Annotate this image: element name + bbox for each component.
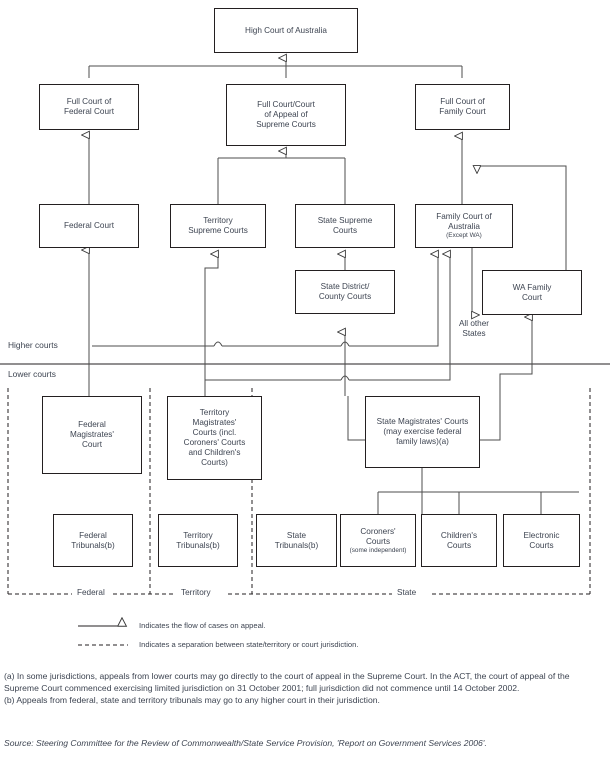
node-federal-court[interactable]: Federal Court — [39, 204, 139, 248]
annotation-all-other-states: All other States — [458, 319, 490, 339]
node-family-court-of-australia[interactable]: Family Court of Australia (Except WA) — [415, 204, 513, 248]
node-label: Territory Magistrates' Courts (incl. Cor… — [183, 408, 246, 467]
label-higher-courts: Higher courts — [8, 340, 58, 350]
node-federal-magistrates-court[interactable]: Federal Magistrates' Court — [42, 396, 142, 474]
footnote-a: (a) In some jurisdictions, appeals from … — [4, 671, 570, 694]
node-sublabel: (Except WA) — [446, 232, 482, 239]
node-label: High Court of Australia — [245, 25, 327, 35]
node-label: Full Court/Court of Appeal of Supreme Co… — [256, 100, 316, 129]
node-label: Family Court of Australia — [436, 212, 492, 231]
node-full-court-of-appeal-supreme[interactable]: Full Court/Court of Appeal of Supreme Co… — [226, 84, 346, 146]
node-wa-family-court[interactable]: WA Family Court — [482, 270, 582, 315]
node-label: Territory Tribunals(b) — [176, 530, 220, 550]
node-label: State District/ County Courts — [318, 282, 372, 301]
legend-item-jurisdiction-separator-text: Indicates a separation between state/ter… — [139, 640, 359, 649]
source-note: Source: Steering Committee for the Revie… — [4, 738, 487, 748]
node-full-court-federal-court[interactable]: Full Court of Federal Court — [39, 84, 139, 130]
node-federal-tribunals[interactable]: Federal Tribunals(b) — [53, 514, 133, 567]
node-label: Full Court of Federal Court — [63, 97, 115, 116]
node-label: Federal Tribunals(b) — [71, 530, 115, 550]
node-state-magistrates-courts[interactable]: State Magistrates' Courts (may exercise … — [365, 396, 480, 468]
node-label: Territory Supreme Courts — [188, 216, 248, 235]
node-label: Federal Magistrates' Court — [70, 420, 114, 449]
node-label: Children's Courts — [440, 530, 478, 550]
node-label: Electronic Courts — [523, 530, 560, 550]
zone-label-territory: Territory — [176, 588, 216, 597]
node-label: WA Family Court — [512, 282, 552, 302]
node-state-supreme-courts[interactable]: State Supreme Courts — [295, 204, 395, 248]
legend-item-appeal-flow-text: Indicates the flow of cases on appeal. — [139, 621, 266, 630]
node-label: Coroners' Courts — [360, 526, 396, 546]
zone-label-federal: Federal — [72, 588, 110, 597]
node-childrens-courts[interactable]: Children's Courts — [421, 514, 497, 567]
node-label: Federal Court — [63, 221, 115, 230]
node-high-court[interactable]: High Court of Australia — [214, 8, 358, 53]
node-label: State Supreme Courts — [317, 216, 373, 235]
node-territory-tribunals[interactable]: Territory Tribunals(b) — [158, 514, 238, 567]
footnote-b: (b) Appeals from federal, state and terr… — [4, 695, 380, 706]
node-coroners-courts[interactable]: Coroners' Courts (some independent) — [340, 514, 416, 567]
footnotes: (a) In some jurisdictions, appeals from … — [4, 670, 604, 707]
label-lower-courts: Lower courts — [8, 369, 56, 379]
node-state-district-county-courts[interactable]: State District/ County Courts — [295, 270, 395, 314]
node-label: Full Court of Family Court — [439, 97, 486, 116]
node-full-court-family-court[interactable]: Full Court of Family Court — [415, 84, 510, 130]
node-label: State Tribunals(b) — [274, 530, 319, 550]
node-sublabel: (some independent) — [349, 546, 407, 554]
node-electronic-courts[interactable]: Electronic Courts — [503, 514, 580, 567]
zone-label-state: State — [392, 588, 422, 597]
node-state-tribunals[interactable]: State Tribunals(b) — [256, 514, 337, 567]
node-territory-supreme-courts[interactable]: Territory Supreme Courts — [170, 204, 266, 248]
node-label: State Magistrates' Courts (may exercise … — [376, 417, 469, 446]
node-territory-magistrates-courts[interactable]: Territory Magistrates' Courts (incl. Cor… — [167, 396, 262, 480]
